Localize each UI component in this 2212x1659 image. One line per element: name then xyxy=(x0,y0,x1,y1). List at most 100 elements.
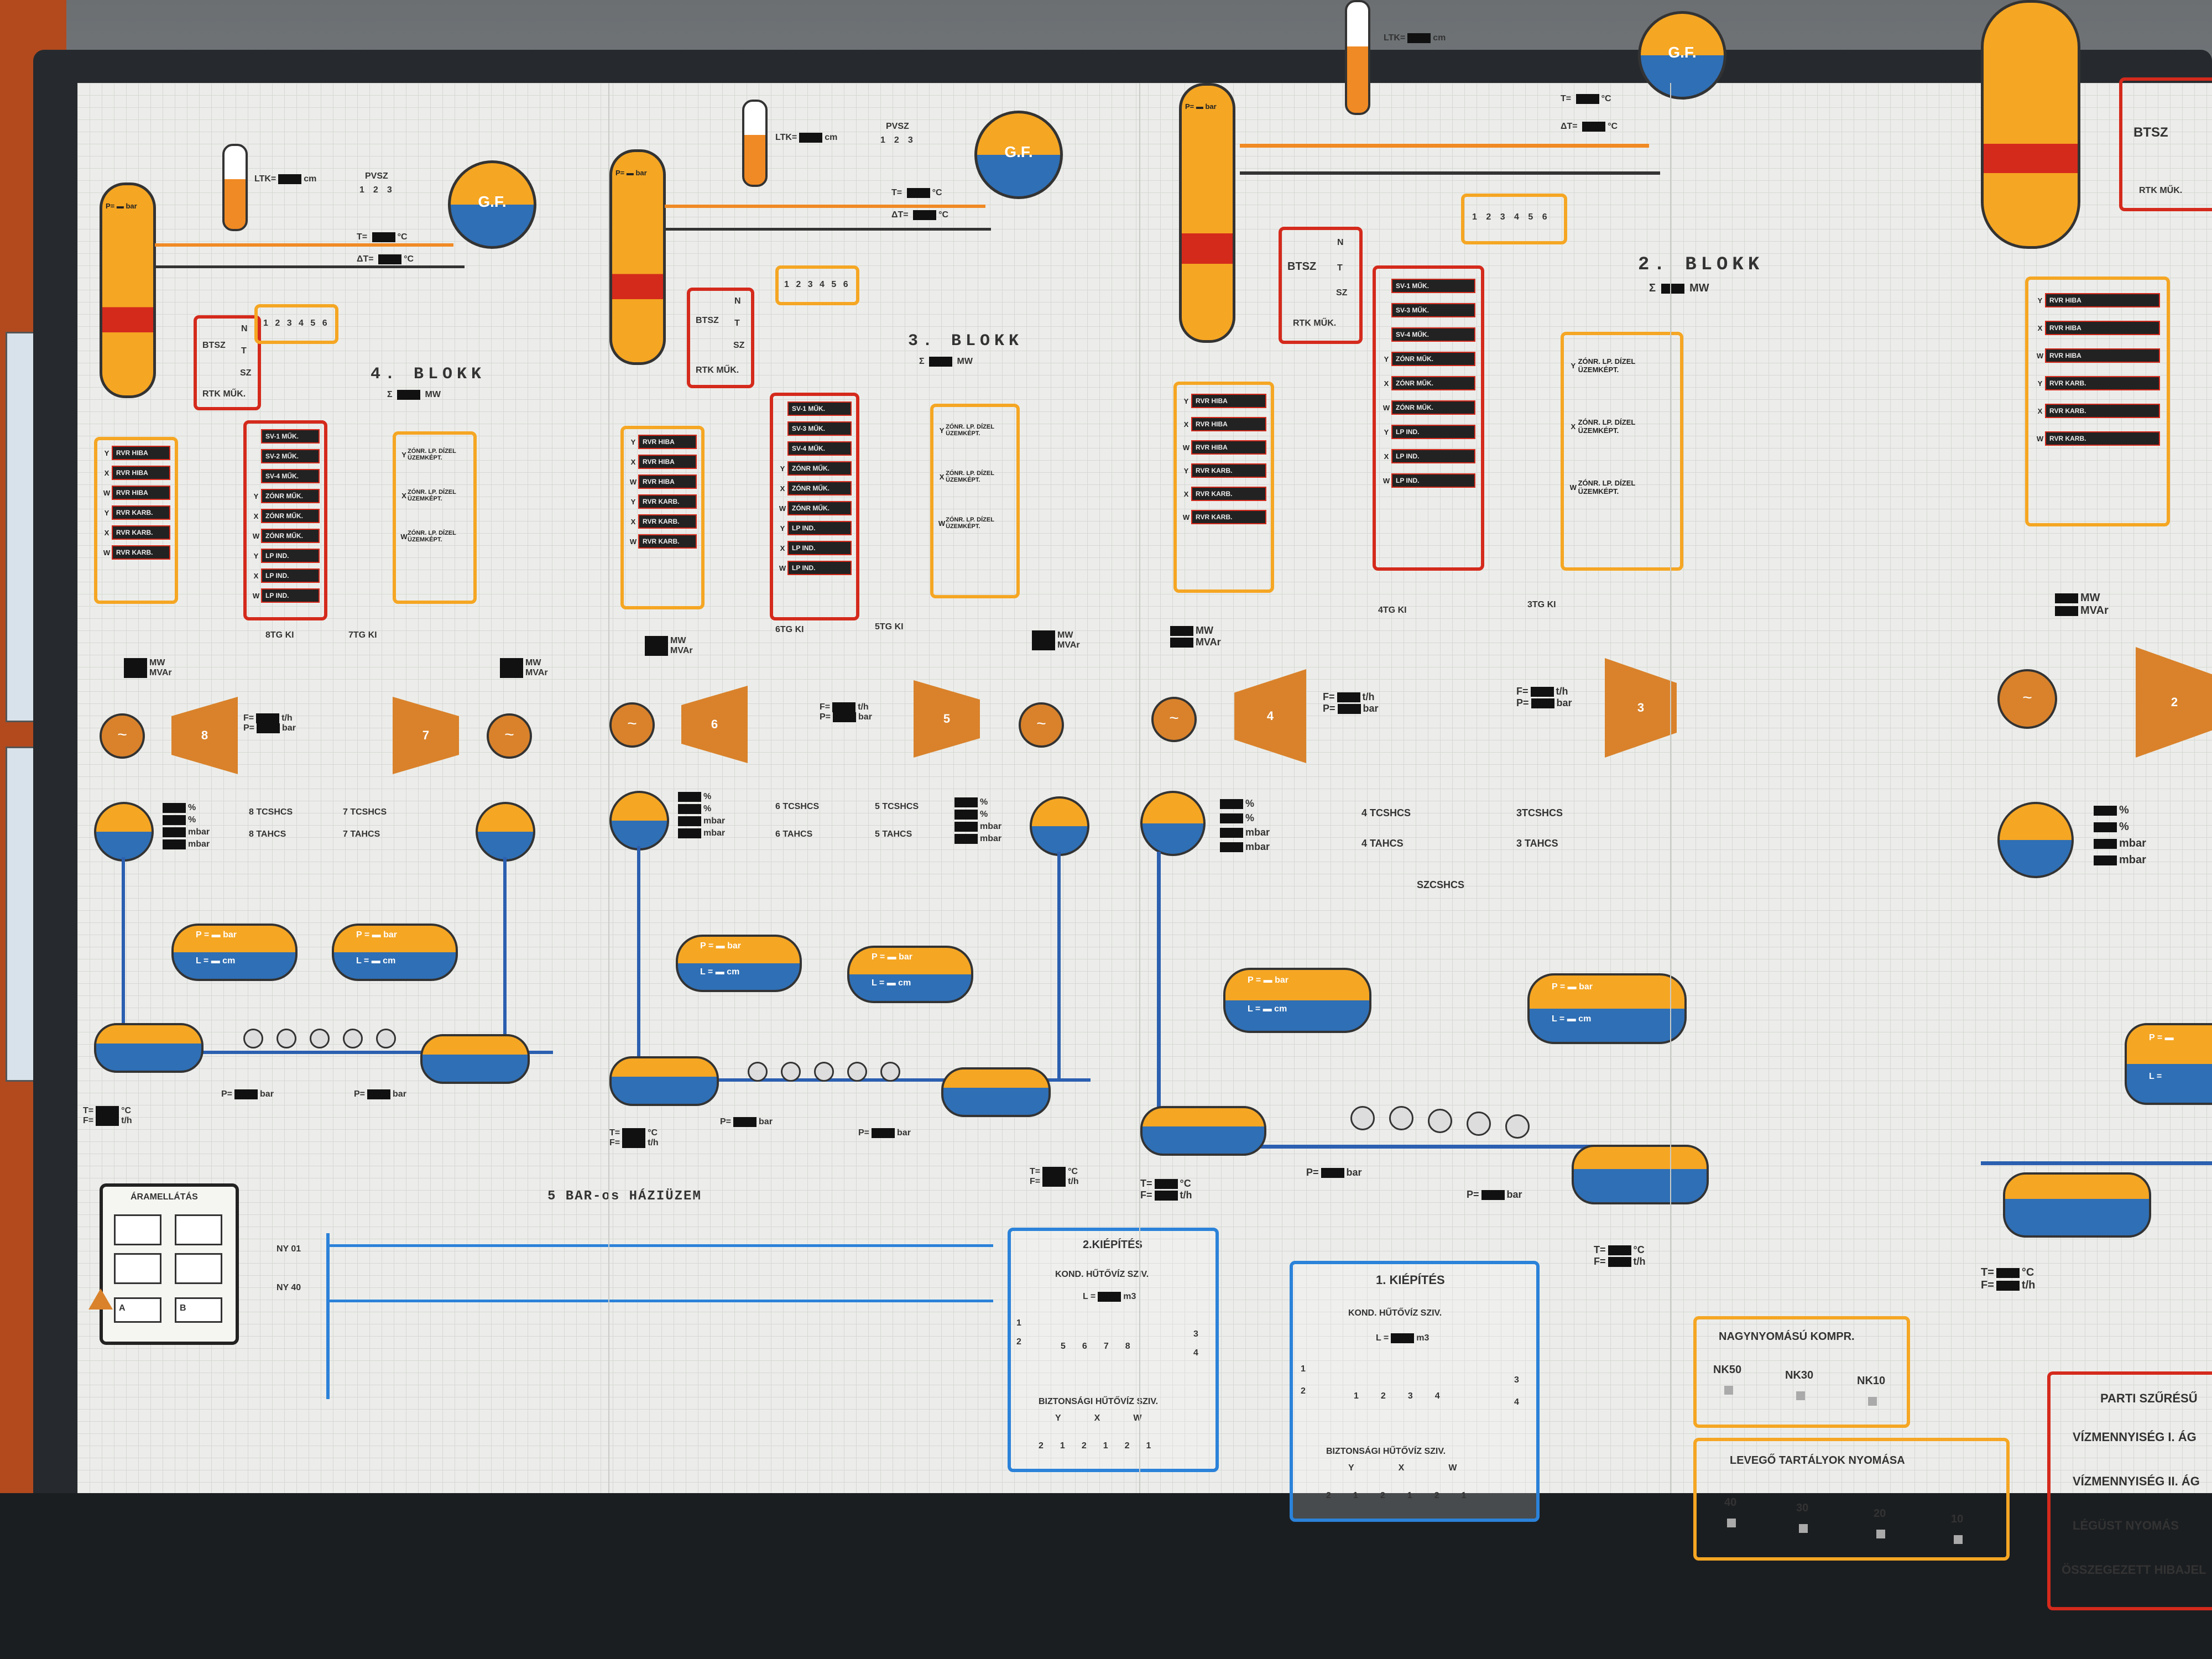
pump xyxy=(880,1062,900,1082)
steam-generator: G.F. xyxy=(1638,11,1726,100)
level-readout: L =m3 xyxy=(1376,1333,1430,1343)
high-pressure-compressor-panel: NAGYNYOMÁSÚ KOMPR. NK50 NK30 NK10 xyxy=(1693,1316,1910,1428)
pump xyxy=(1350,1106,1375,1130)
block-power-sum: Σ MW xyxy=(919,357,973,367)
tahcs-label: 6 TAHCS xyxy=(775,830,813,839)
pump xyxy=(243,1029,263,1048)
pressure-readout: P=bar xyxy=(720,1117,773,1127)
generator: ~ xyxy=(1019,702,1064,748)
preheater xyxy=(1140,1106,1266,1156)
mimic-panel: P= ▬ bar LTK=cm PVSZ 123 G.F. T= °C ΔT= … xyxy=(77,0,2212,1610)
tg-trip-label: 4TG KI xyxy=(1378,606,1407,615)
preheater xyxy=(941,1067,1051,1117)
block-title: 2. BLOKK xyxy=(1638,254,1764,275)
pressure-readout: P=bar xyxy=(1467,1189,1522,1201)
tg-trip-label: 7TG KI xyxy=(348,630,377,640)
reactor-drum: P= ▬ bar xyxy=(609,149,666,365)
pvsz-numbers: 123 xyxy=(880,135,922,145)
pressurizer-tube xyxy=(742,100,768,187)
condenser xyxy=(476,802,535,862)
tcshcs-label: 8 TCSHCS xyxy=(249,807,293,817)
pressure-readout: P=bar xyxy=(221,1089,274,1099)
indicator-row-1-6: 1 2 3 4 5 6 xyxy=(254,304,338,344)
pump xyxy=(276,1029,296,1048)
temp-readout: T= °C xyxy=(891,188,942,198)
reactor-drum xyxy=(1981,0,2080,249)
level-readout: L =m3 xyxy=(1083,1292,1136,1302)
btsz-panel: BTSZ N T SZ RTK MŰK. xyxy=(1279,227,1363,344)
tg-trip-label: 3TG KI xyxy=(1527,600,1556,609)
pump xyxy=(847,1062,867,1082)
turbine: 7 xyxy=(393,697,459,774)
pump xyxy=(1428,1109,1452,1133)
block-3-section: P= ▬ bar LTK=cm PVSZ 123 G.F. T= °C ΔT= … xyxy=(608,83,1219,1493)
floor xyxy=(0,1493,2212,1659)
temp-readout: T= °C xyxy=(357,232,408,242)
tg-trip-label: 5TG KI xyxy=(875,622,904,632)
pump xyxy=(376,1029,396,1048)
pressure-readout: P=bar xyxy=(354,1089,406,1099)
ltk-unit: cm xyxy=(304,174,317,184)
ltk-label: LTK= xyxy=(254,174,276,184)
preheater xyxy=(94,1023,204,1073)
water-pipe xyxy=(155,265,465,268)
pump xyxy=(310,1029,330,1048)
turbine: 4 xyxy=(1234,669,1306,763)
block-4-section: P= ▬ bar LTK=cm PVSZ 123 G.F. T= °C ΔT= … xyxy=(77,83,993,1493)
szcshcs-label: SZCSHCS xyxy=(1417,879,1465,890)
pressurizer-tube xyxy=(222,144,248,231)
delta-t-readout: ΔT= °C xyxy=(357,254,414,264)
tahcs-label: 3 TAHCS xyxy=(1516,838,1558,849)
turbine: 6 xyxy=(681,686,748,763)
generator: ~ xyxy=(100,713,145,759)
turbine: 5 xyxy=(914,680,980,758)
block-title: 4. BLOKK xyxy=(371,365,486,384)
tahcs-label: 8 TAHCS xyxy=(249,830,286,839)
air-tank-pressure-panel: LEVEGŐ TARTÁLYOK NYOMÁSA 40 30 20 10 xyxy=(1693,1438,2010,1561)
pressure-readout: P=bar xyxy=(1306,1167,1362,1178)
ltk-display xyxy=(278,174,302,184)
condenser xyxy=(1997,802,2074,878)
generator: ~ xyxy=(1997,669,2057,729)
ny40-label: NY 40 xyxy=(276,1283,301,1292)
preheater xyxy=(2003,1172,2151,1238)
tcshcs-label: 6 TCSHCS xyxy=(775,802,820,811)
preheater xyxy=(609,1056,719,1106)
tahcs-label: 4 TAHCS xyxy=(1361,838,1404,849)
house-supply-title: 5 BAR-os HÁZIÜZEM xyxy=(547,1189,702,1204)
reactor-drum: P= ▬ bar xyxy=(100,182,156,398)
pvsz-numbers: 123 xyxy=(359,185,401,195)
preheater xyxy=(1572,1145,1709,1204)
aramellatas-panel: ÁRAMELLÁTÁS A B xyxy=(100,1183,239,1345)
temp-readout: T= °C xyxy=(1561,94,1611,104)
btsz-panel: BTSZ N T SZ RTK MŰK. xyxy=(194,315,261,410)
steam-generator: G.F. xyxy=(448,160,536,249)
condenser xyxy=(1140,791,1206,856)
pressurizer-tube xyxy=(1345,0,1370,115)
pump xyxy=(814,1062,834,1082)
tcshcs-label: 4 TCSHCS xyxy=(1361,807,1411,818)
